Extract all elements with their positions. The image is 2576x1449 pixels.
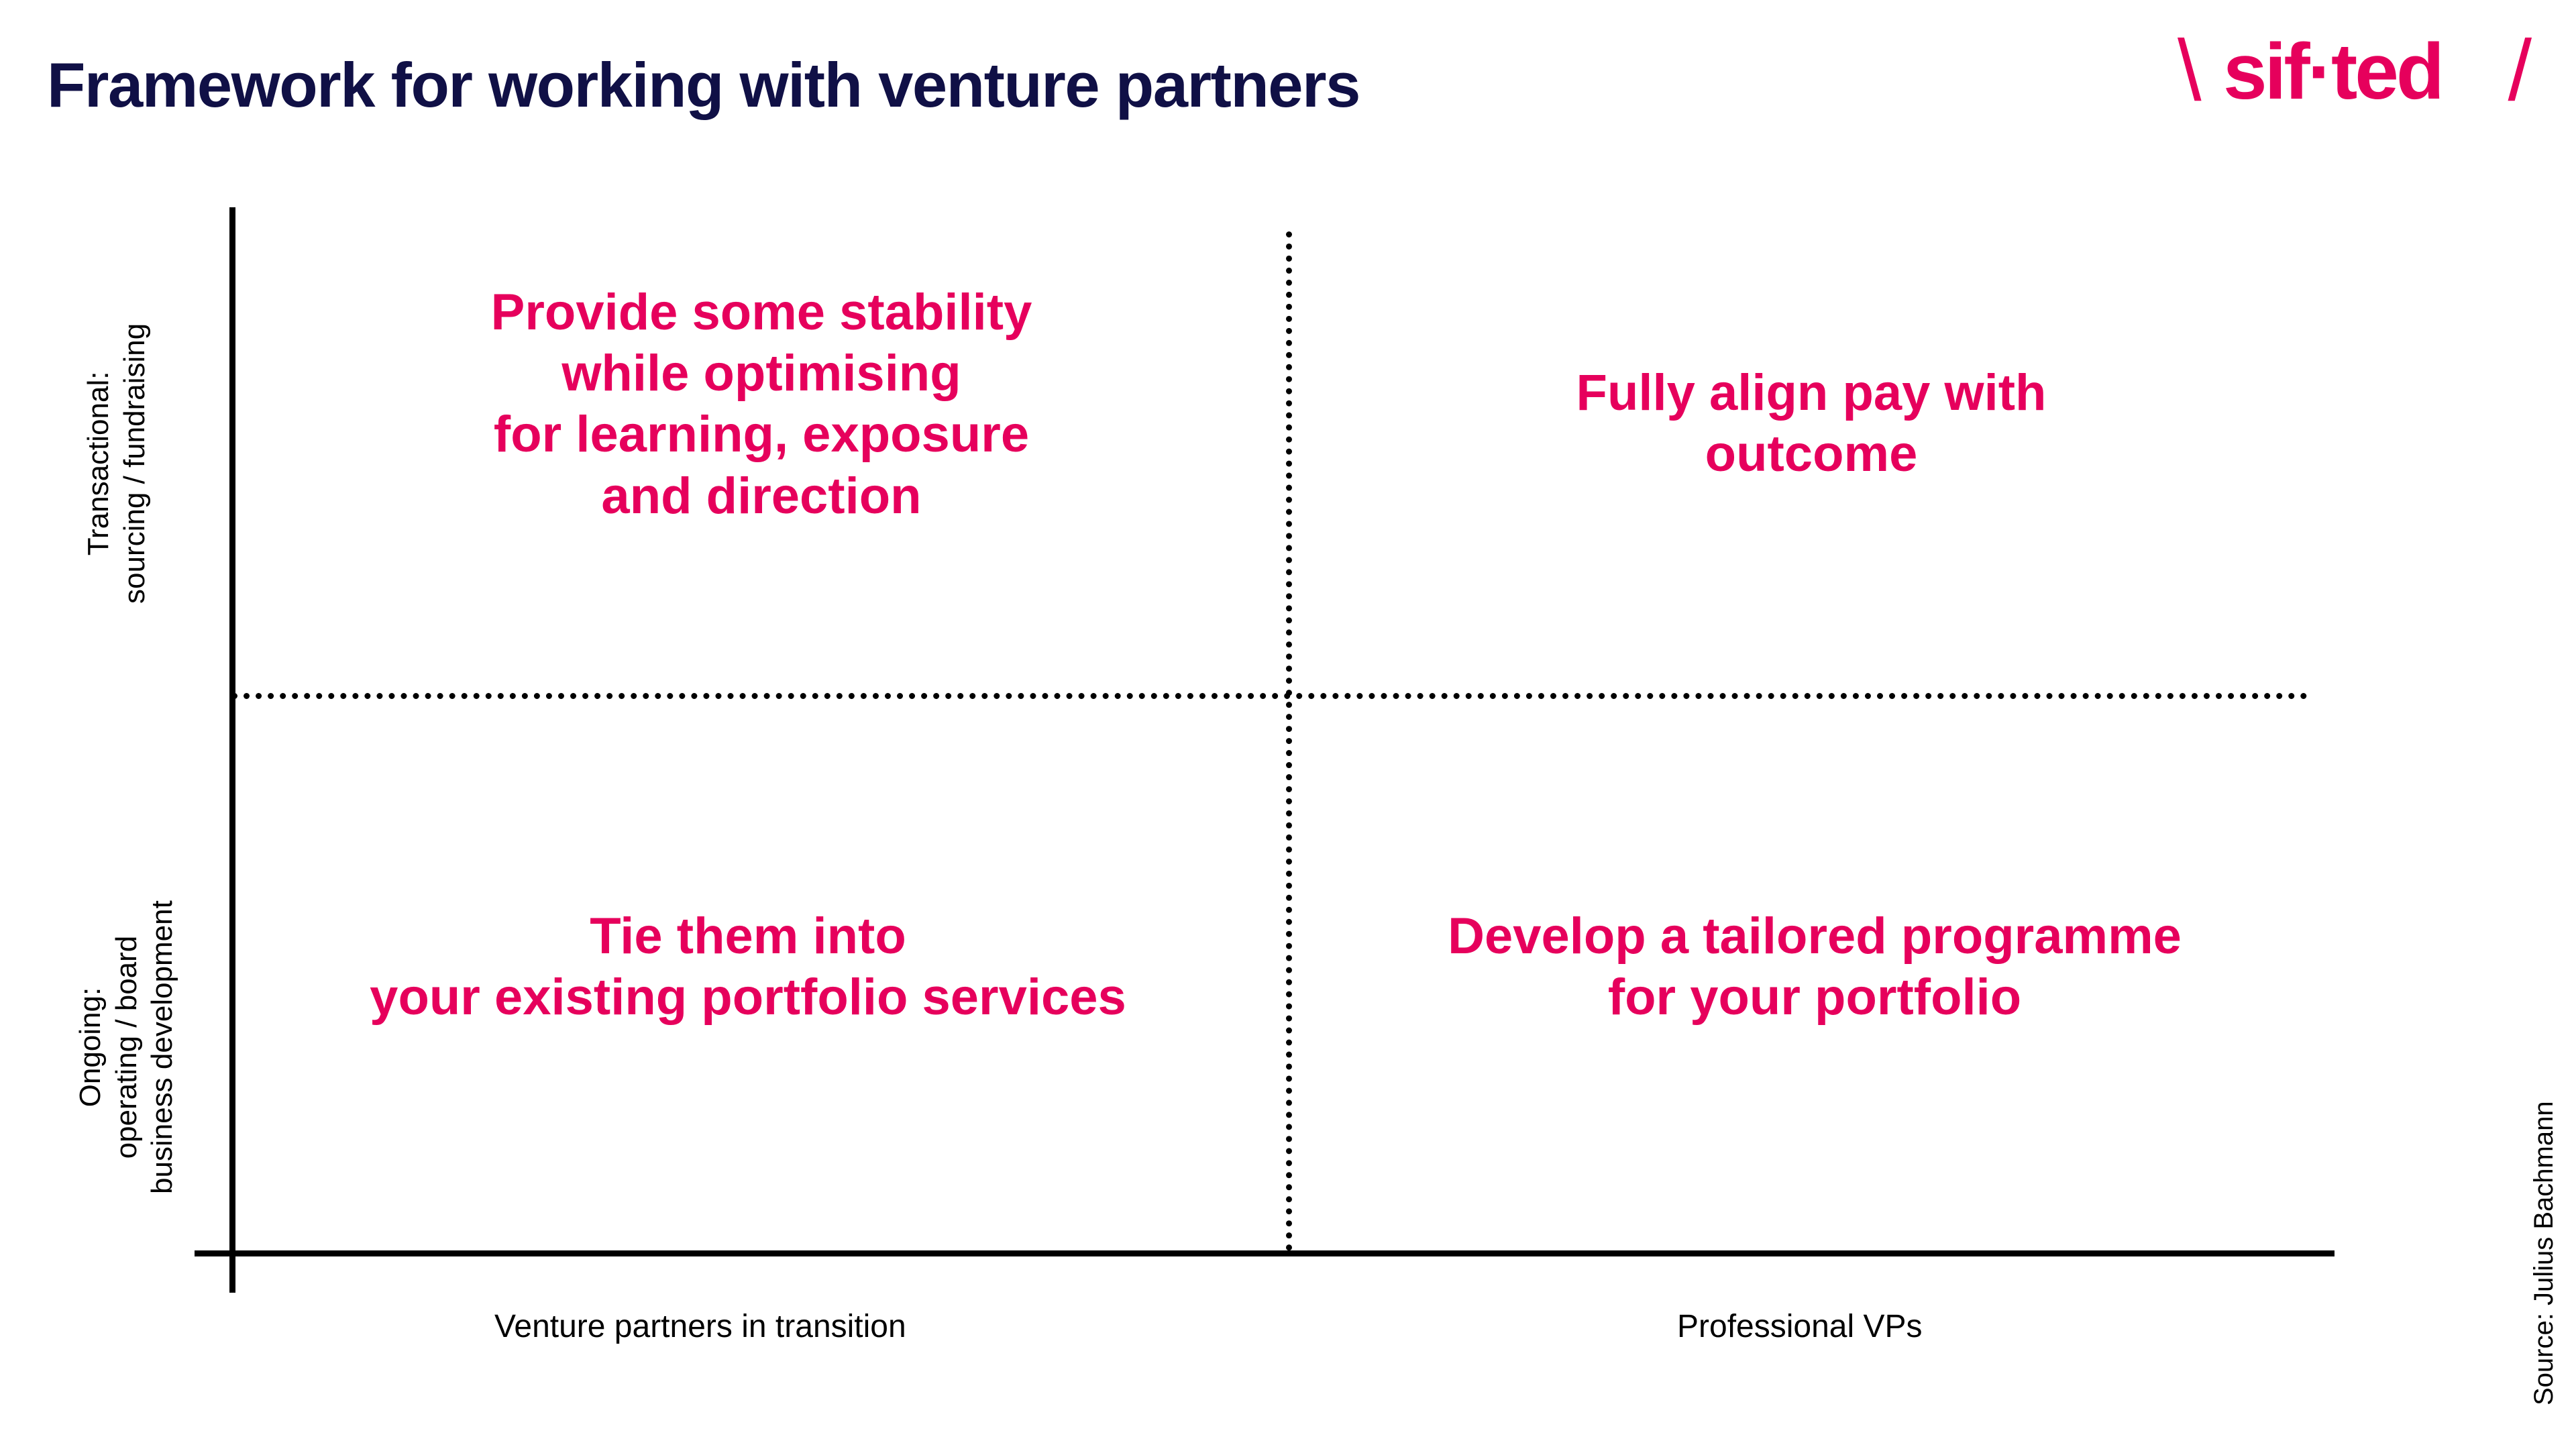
y-axis-label-ongoing: Ongoing: operating / board business deve… — [74, 900, 179, 1194]
page-title: Framework for working with venture partn… — [47, 50, 1360, 120]
x-axis-label-professional-vps: Professional VPs — [1677, 1309, 1923, 1344]
x-axis-label-venture-partners-in-transition: Venture partners in transition — [494, 1309, 906, 1344]
quadrant-top-right-text: Fully align pay with outcome — [1576, 364, 2047, 483]
sifted-logo: \ sif·ted / — [2174, 23, 2536, 123]
logo-wordmark: sif·ted — [2223, 28, 2445, 116]
vertical-divider — [1286, 231, 1292, 1251]
y-axis-label-transactional: Transactional: sourcing / fundraising — [82, 323, 151, 604]
quadrant-top-left-text: Provide some stability while optimising … — [490, 284, 1032, 525]
logo-forwardslash-icon: / — [2508, 23, 2532, 119]
horizontal-divider — [231, 693, 2308, 699]
x-axis-line — [195, 1250, 2334, 1256]
logo-backslash-icon: \ — [2178, 23, 2202, 119]
quadrant-bottom-left-text: Tie them into your existing portfolio se… — [370, 908, 1126, 1026]
y-axis-line — [229, 207, 235, 1293]
quadrant-bottom-right-text: Develop a tailored programme for your po… — [1448, 908, 2182, 1026]
source-credit: Source: Julius Bachmann — [2529, 1101, 2559, 1405]
